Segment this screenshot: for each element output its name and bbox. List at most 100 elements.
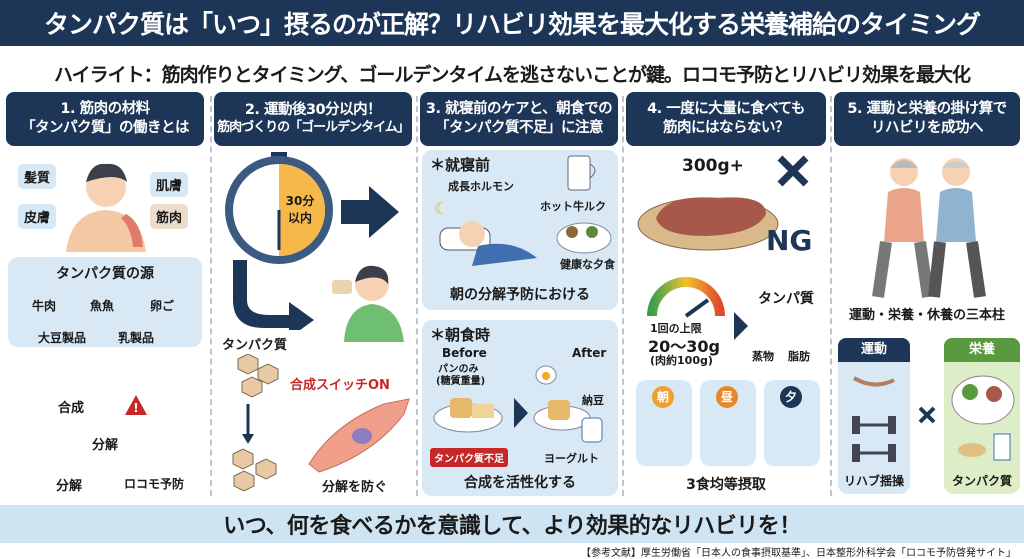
- svg-text:!: !: [133, 401, 138, 415]
- three-pillars-label: 運動・栄養・休養の三本柱: [848, 308, 1005, 323]
- source-fish: 魚魚: [90, 299, 115, 313]
- amount-label: 300g+: [682, 156, 744, 176]
- meal-badge: 昼: [716, 386, 738, 408]
- protein-label: タンパク質: [222, 338, 288, 353]
- section-1: 1. 筋肉の材料「タンパク質」の働きとは 髪質 皮膚 肌膚 筋肉 タンパク質の源…: [6, 92, 204, 500]
- before-desc-2: (糖質重量): [436, 376, 486, 387]
- limit-note: (肉約100g): [650, 354, 713, 367]
- header-line: 「タンパク質不足」に注意: [435, 120, 604, 136]
- exercise-card: 運動 リハブ揺操: [838, 338, 910, 494]
- divider: [830, 96, 832, 496]
- source-egg: 卵ご: [150, 299, 175, 313]
- protein-sources-panel: タンパク質の源 牛肉 魚魚 卵ご 大豆製品 乳製品: [8, 257, 202, 347]
- section-4-caption: 3食均等摂取: [686, 477, 766, 493]
- section-header: 5. 運動と栄養の掛け算でリハビリを成功へ: [834, 92, 1020, 146]
- page-title: タンパク質は「いつ」摂るのが正解？リハビリ効果を最大化する栄養補給のタイミング: [0, 0, 1024, 46]
- meal-plate-icon: [951, 375, 1015, 461]
- egg-icon: [535, 365, 557, 385]
- cycle-breakdown-2: 分解: [56, 479, 83, 494]
- ng-label: NG: [766, 224, 813, 257]
- limit-value: 20〜30g: [648, 337, 720, 356]
- limit-label: 1回の上限: [650, 322, 702, 335]
- breakfast-panel: ＊朝食時 Before パンのみ (糖質重量) After 納豆 タンパク質不足…: [422, 320, 618, 496]
- sleeping-person-illustration: ☾: [434, 199, 537, 266]
- label-hair: 髪質: [18, 164, 57, 189]
- meal-badge: 朝: [652, 386, 674, 408]
- meal-card-breakfast: 朝: [636, 380, 692, 466]
- locomo-label: ロコモ予防: [124, 477, 185, 491]
- milk-icon: [567, 155, 596, 191]
- bedtime-title: ＊就寝前: [430, 156, 491, 174]
- breakfast-comparison-illustration: [433, 398, 603, 443]
- dinner-label: 健康な夕食: [560, 258, 615, 271]
- header-line: 5. 運動と栄養の掛け算で: [847, 101, 1007, 118]
- stopwatch-icon: [225, 152, 399, 330]
- protein-shortage-badge: タンパク質不足: [430, 448, 508, 467]
- divider: [622, 96, 624, 496]
- bedtime-panel: ＊就寝前 成長ホルモン ☾ ホット牛ルク 健康な夕食 朝の分解予防における: [422, 150, 618, 310]
- header-line: 2. 運動後30分以内！: [244, 102, 382, 119]
- after-label: After: [572, 346, 607, 360]
- section-header: 2. 運動後30分以内！筋肉づくりの「ゴールデンタイム」: [214, 92, 412, 146]
- section-header: 1. 筋肉の材料「タンパク質」の働きとは: [6, 92, 204, 146]
- meal-card-dinner: 夕: [764, 380, 820, 466]
- before-desc: パンのみ: [438, 364, 479, 375]
- warning-icon: !: [125, 395, 147, 415]
- cycle-breakdown: 分解: [92, 438, 119, 453]
- amino-acid-icons: [232, 354, 279, 492]
- section-header: 4. 一度に大量に食べても筋肉にはならない？: [626, 92, 826, 146]
- bottom-banner: いつ、何を食べるかを意識して、より効果的なリハビリを！: [0, 505, 1024, 543]
- section-2: 2. 運動後30分以内！筋肉づくりの「ゴールデンタイム」 30分以内 タンパク質…: [214, 92, 412, 500]
- exercise-title: 運動: [838, 338, 910, 362]
- section-3: 3. 就寝前のケアと、朝食での「タンパク質不足」に注意 ＊就寝前 成長ホルモン …: [420, 92, 618, 500]
- elderly-couple-walking-illustration: [872, 158, 986, 298]
- person-illustration: [66, 163, 146, 252]
- fat-label: 脂肪: [788, 350, 810, 363]
- natto-label: 納豆: [582, 394, 604, 407]
- steak-illustration: [637, 197, 779, 251]
- header-line: 3. 就寝前のケアと、朝食での: [425, 101, 613, 118]
- source-beef: 牛肉: [32, 299, 57, 313]
- waste-label: 蒸物: [752, 350, 774, 363]
- label-skin: 皮膚: [18, 204, 57, 229]
- breakfast-title: ＊朝食時: [430, 326, 491, 344]
- hot-milk-label: ホット牛ルク: [540, 200, 606, 213]
- nutrition-title: 栄養: [944, 338, 1020, 362]
- header-line: 筋肉にはならない？: [663, 120, 790, 136]
- dinner-icon: [556, 222, 612, 254]
- header-line: リハビリを成功へ: [871, 120, 984, 136]
- muscle-illustration: [308, 398, 410, 473]
- label-muscle: 筋肉: [150, 204, 189, 229]
- meal-card-lunch: 昼: [700, 380, 756, 466]
- divider: [210, 96, 212, 496]
- source-dairy: 乳製品: [118, 331, 155, 345]
- growth-hormone-label: 成長ホルモン: [448, 180, 514, 193]
- yogurt-label: ヨーグルト: [544, 452, 599, 465]
- multiply-icon: [918, 406, 936, 424]
- timer-label: 30分以内: [285, 194, 315, 225]
- arrow-right-icon: [734, 312, 748, 340]
- protein-label: タンパ質: [758, 291, 814, 307]
- sources-title: タンパク質の源: [56, 266, 154, 282]
- cycle-synthesis: 合成: [58, 401, 85, 416]
- section-header: 3. 就寝前のケアと、朝食での「タンパク質不足」に注意: [420, 92, 618, 146]
- breakfast-caption: 合成を活性化する: [464, 475, 576, 491]
- cross-icon: [777, 155, 809, 187]
- highlight: ハイライト：筋肉作りとタイミング、ゴールデンタイムを逃さないことが鍵。ロコモ予防…: [54, 64, 971, 86]
- svg-text:☾: ☾: [434, 199, 448, 218]
- dumbbell-icon: [852, 376, 896, 462]
- bedtime-caption: 朝の分解予防における: [450, 287, 590, 303]
- exercise-caption: リハブ揺操: [843, 474, 904, 488]
- source-soy: 大豆製品: [38, 331, 87, 345]
- header-line: 4. 一度に大量に食べても: [647, 101, 805, 118]
- header-line: 1. 筋肉の材料: [60, 101, 150, 118]
- references: 【参考文献】厚生労働省「日本人の食事摂取基準」、日本整形外科学会「ロコモ予防啓発…: [581, 548, 1016, 559]
- divider: [416, 96, 418, 496]
- label-skin2: 肌膚: [150, 172, 189, 197]
- synthesis-switch-label: 合成スイッチON: [290, 378, 390, 393]
- section-4: 4. 一度に大量に食べても筋肉にはならない？ 300g+ NG 1回の上限 20…: [626, 92, 826, 500]
- gauge-icon: [647, 277, 725, 318]
- before-label: Before: [442, 346, 487, 360]
- header-line: 筋肉づくりの「ゴールデンタイム」: [217, 119, 410, 135]
- nutrition-caption: タンパク質: [951, 474, 1012, 488]
